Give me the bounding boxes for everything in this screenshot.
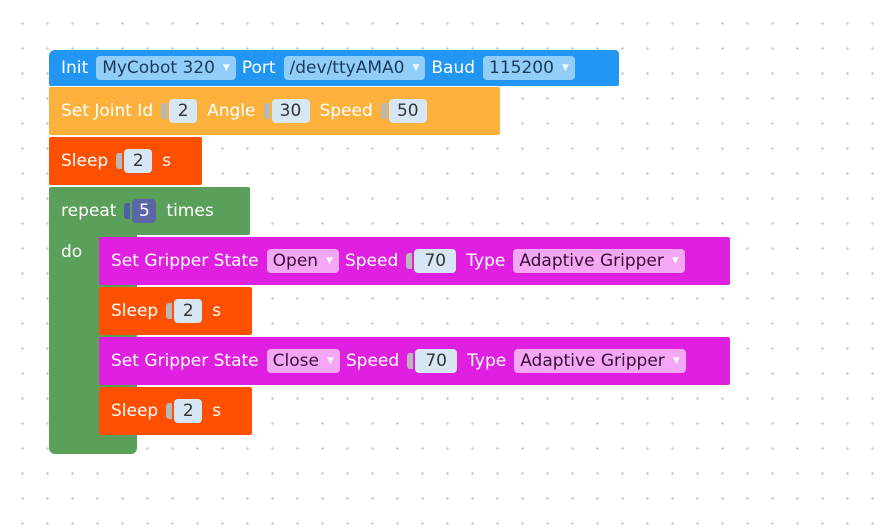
gripper-speed-socket: 70 bbox=[407, 349, 458, 373]
gripper-state-dropdown[interactable]: Open ▼ bbox=[266, 249, 339, 273]
angle-input-socket: 30 bbox=[263, 99, 310, 123]
times-label: times bbox=[166, 201, 214, 221]
init-label: Init bbox=[61, 58, 89, 78]
input-connector-icon bbox=[380, 103, 387, 119]
sleep-input-socket: 2 bbox=[166, 299, 203, 323]
input-connector-icon bbox=[263, 103, 270, 119]
gripper-speed-input[interactable]: 70 bbox=[414, 249, 457, 273]
sleep-input-socket: 2 bbox=[116, 149, 153, 173]
gripper-type-dropdown[interactable]: Adaptive Gripper ▼ bbox=[513, 249, 685, 273]
gripper-state-value: Open bbox=[272, 251, 319, 271]
dropdown-arrow-icon: ▼ bbox=[326, 356, 334, 366]
repeat-count-input[interactable]: 5 bbox=[132, 199, 157, 223]
gripper-speed-input[interactable]: 70 bbox=[415, 349, 458, 373]
joint-id-input-socket: 2 bbox=[161, 99, 198, 123]
sleep-block[interactable]: Sleep 2 s bbox=[99, 287, 252, 335]
set-gripper-label: Set Gripper State bbox=[111, 351, 259, 371]
baud-label: Baud bbox=[431, 58, 476, 78]
speed-input-socket: 50 bbox=[380, 99, 427, 123]
input-connector-icon bbox=[116, 153, 123, 169]
set-gripper-block[interactable]: Set Gripper State Open ▼ Speed 70 Type A… bbox=[99, 237, 730, 285]
repeat-block[interactable]: repeat 5 times bbox=[49, 187, 250, 235]
sleep-unit-label: s bbox=[212, 301, 222, 321]
sleep-unit-label: s bbox=[212, 401, 222, 421]
input-connector-icon bbox=[406, 253, 413, 269]
input-connector-icon bbox=[166, 303, 173, 319]
sleep-input-socket: 2 bbox=[166, 399, 203, 423]
sleep-seconds-input[interactable]: 2 bbox=[124, 149, 153, 173]
sleep-block[interactable]: Sleep 2 s bbox=[49, 137, 202, 185]
gripper-state-value: Close bbox=[272, 351, 319, 371]
gripper-type-label: Type bbox=[466, 251, 506, 271]
sleep-seconds-input[interactable]: 2 bbox=[174, 399, 203, 423]
repeat-do-label: do bbox=[61, 242, 83, 262]
gripper-type-label: Type bbox=[467, 351, 507, 371]
robot-model-value: MyCobot 320 bbox=[102, 58, 215, 78]
input-connector-icon bbox=[124, 203, 131, 219]
sleep-label: Sleep bbox=[61, 151, 109, 171]
dropdown-arrow-icon: ▼ bbox=[412, 63, 420, 73]
sleep-seconds-input[interactable]: 2 bbox=[174, 299, 203, 323]
sleep-unit-label: s bbox=[162, 151, 172, 171]
sleep-block[interactable]: Sleep 2 s bbox=[99, 387, 252, 435]
gripper-speed-label: Speed bbox=[345, 351, 400, 371]
speed-input[interactable]: 50 bbox=[388, 99, 427, 123]
baud-value: 115200 bbox=[489, 58, 554, 78]
dropdown-arrow-icon: ▼ bbox=[561, 63, 569, 73]
set-gripper-label: Set Gripper State bbox=[111, 251, 259, 271]
repeat-label: repeat bbox=[61, 201, 117, 221]
gripper-type-value: Adaptive Gripper bbox=[520, 351, 665, 371]
gripper-type-value: Adaptive Gripper bbox=[519, 251, 664, 271]
port-label: Port bbox=[241, 58, 276, 78]
angle-input[interactable]: 30 bbox=[271, 99, 310, 123]
repeat-count-socket: 5 bbox=[124, 199, 157, 223]
init-block[interactable]: Init MyCobot 320 ▼ Port /dev/ttyAMA0 ▼ B… bbox=[49, 50, 619, 86]
input-connector-icon bbox=[166, 403, 173, 419]
dropdown-arrow-icon: ▼ bbox=[222, 63, 230, 73]
sleep-label: Sleep bbox=[111, 401, 159, 421]
input-connector-icon bbox=[161, 103, 168, 119]
dropdown-arrow-icon: ▼ bbox=[671, 256, 679, 266]
port-dropdown[interactable]: /dev/ttyAMA0 ▼ bbox=[283, 56, 426, 80]
set-gripper-block[interactable]: Set Gripper State Close ▼ Speed 70 Type … bbox=[99, 337, 730, 385]
dropdown-arrow-icon: ▼ bbox=[672, 356, 680, 366]
set-joint-label: Set Joint Id bbox=[61, 101, 154, 121]
angle-label: Angle bbox=[207, 101, 256, 121]
joint-id-input[interactable]: 2 bbox=[169, 99, 198, 123]
gripper-speed-label: Speed bbox=[344, 251, 399, 271]
input-connector-icon bbox=[407, 353, 414, 369]
gripper-state-dropdown[interactable]: Close ▼ bbox=[266, 349, 340, 373]
gripper-type-dropdown[interactable]: Adaptive Gripper ▼ bbox=[514, 349, 686, 373]
port-value: /dev/ttyAMA0 bbox=[289, 58, 405, 78]
speed-label: Speed bbox=[319, 101, 373, 121]
robot-model-dropdown[interactable]: MyCobot 320 ▼ bbox=[96, 56, 236, 80]
set-joint-block[interactable]: Set Joint Id 2 Angle 30 Speed 50 bbox=[49, 87, 500, 135]
sleep-label: Sleep bbox=[111, 301, 159, 321]
dropdown-arrow-icon: ▼ bbox=[326, 256, 333, 266]
gripper-speed-socket: 70 bbox=[406, 249, 457, 273]
baud-dropdown[interactable]: 115200 ▼ bbox=[483, 56, 575, 80]
